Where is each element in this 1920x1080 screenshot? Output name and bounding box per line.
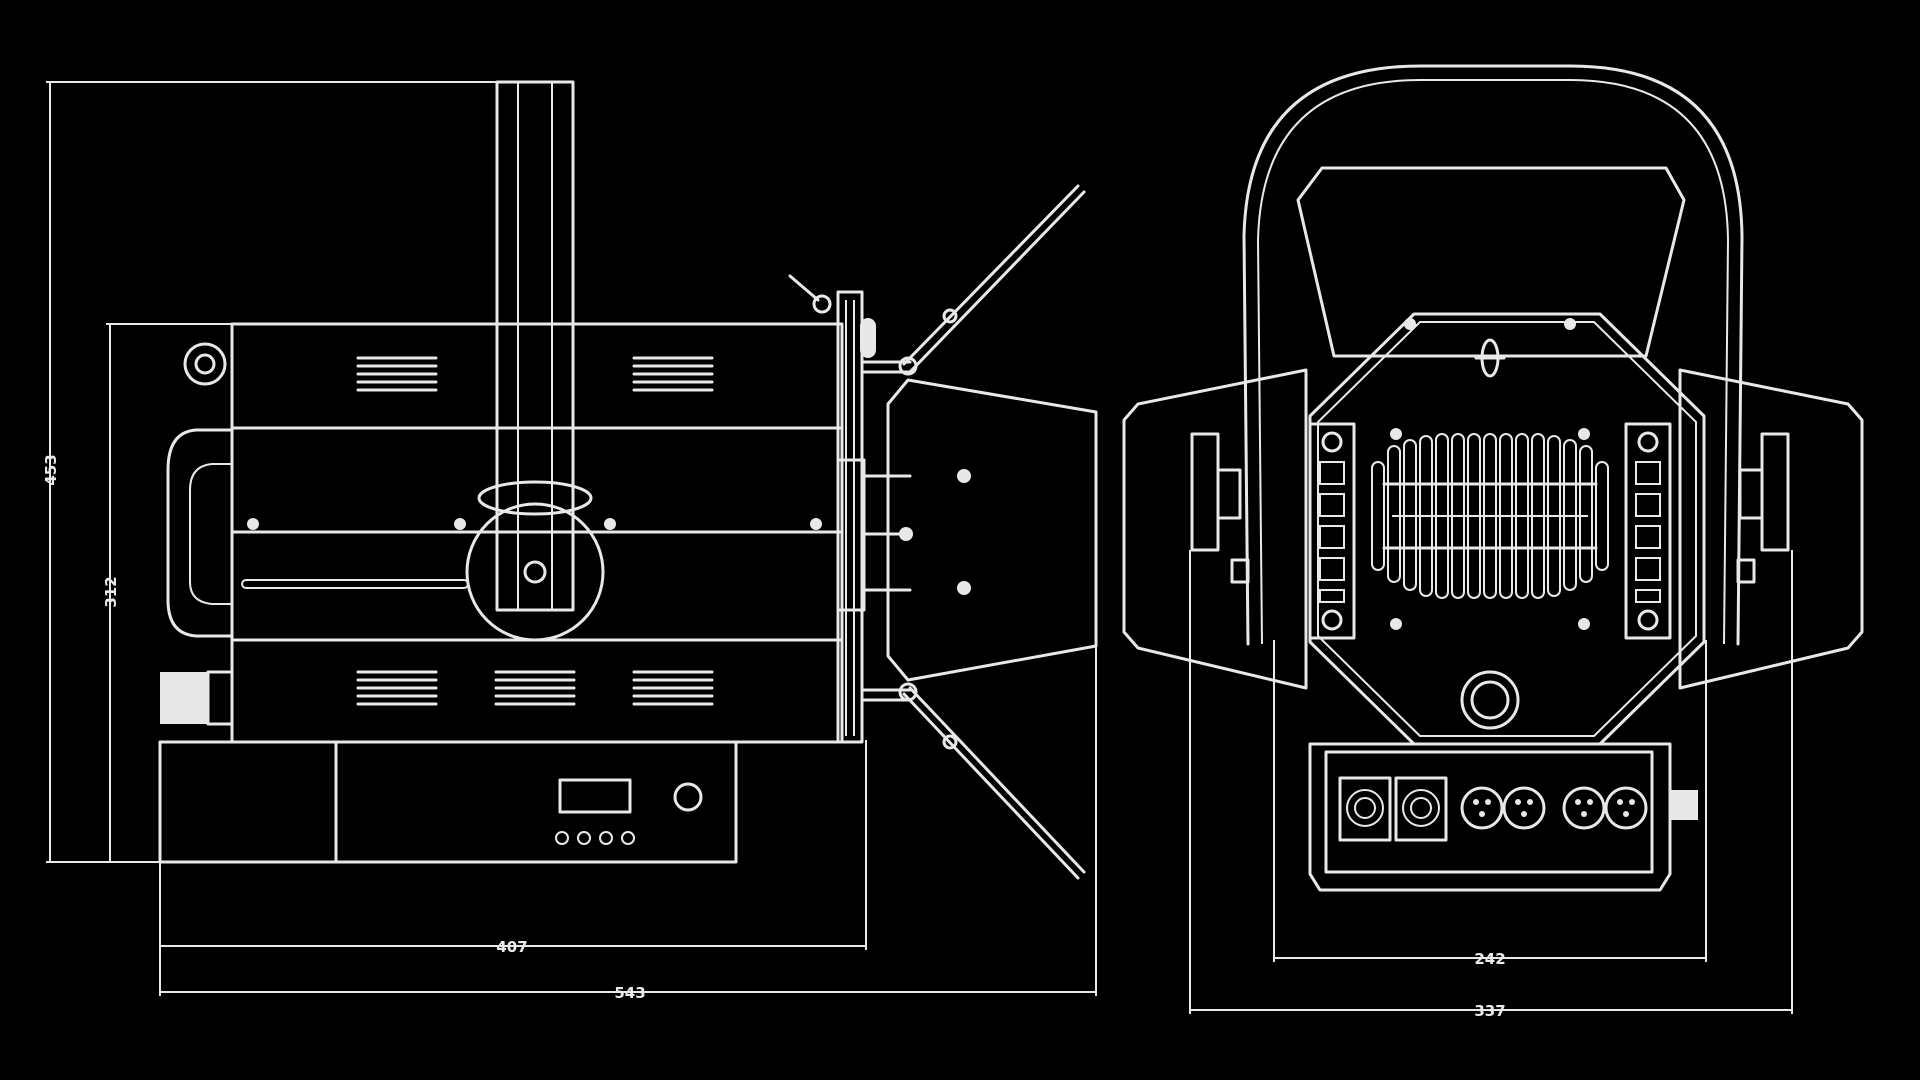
dmx-in-icon xyxy=(1460,786,1504,830)
yoke-arch xyxy=(1242,64,1744,646)
housing-lower xyxy=(230,530,844,642)
yoke-knob-right xyxy=(1760,432,1790,552)
front-view: 242 337 xyxy=(1122,64,1864,1020)
focus-slot xyxy=(241,579,469,589)
lens-frame xyxy=(788,274,876,744)
vent-top-right xyxy=(632,356,714,392)
side-plug-icon xyxy=(1670,790,1698,820)
barndoor-bottom-leaf xyxy=(898,682,1086,880)
left-rail xyxy=(1308,422,1356,640)
display-icon xyxy=(558,778,632,814)
dim-label-height-body: 312 xyxy=(102,576,120,607)
rear-handle xyxy=(166,428,234,638)
right-rail xyxy=(1624,422,1672,640)
dim-label-width-body: 242 xyxy=(1474,950,1505,968)
screw xyxy=(810,518,822,530)
barndoor-top-leaf xyxy=(898,184,1086,376)
front-barndoor-top xyxy=(1296,166,1686,358)
screw xyxy=(247,518,259,530)
dimension-width-body: 242 xyxy=(1273,640,1707,968)
dimension-length-total: 543 xyxy=(159,646,1097,1002)
housing-top xyxy=(230,322,844,430)
dimension-height-total: 453 xyxy=(42,81,497,863)
vent-top-left xyxy=(356,356,438,392)
yoke-pivot xyxy=(465,480,605,642)
dimension-height-body: 312 xyxy=(102,323,232,863)
dim-label-width-total: 337 xyxy=(1474,1002,1505,1020)
screw xyxy=(604,518,616,530)
vent-bottom-1 xyxy=(356,670,438,706)
dmx-out-5pin-icon xyxy=(1604,786,1648,830)
safety-ring xyxy=(183,342,227,386)
menu-button xyxy=(555,831,569,845)
dim-label-height-total: 453 xyxy=(42,454,60,485)
dim-label-length-body: 407 xyxy=(496,938,527,956)
yoke-knob-left xyxy=(1190,432,1220,552)
top-marker xyxy=(1474,338,1506,378)
dmx-in-5pin-icon xyxy=(1562,786,1606,830)
connector-panel xyxy=(1308,742,1698,892)
screw xyxy=(454,518,466,530)
menu-button xyxy=(599,831,613,845)
side-view: 453 312 407 543 xyxy=(42,80,1098,1002)
front-barndoor-left xyxy=(1122,368,1308,690)
power-out-icon xyxy=(1394,776,1448,842)
electronics-box xyxy=(158,740,738,864)
power-in-icon xyxy=(1338,776,1392,842)
housing-bottom xyxy=(230,638,844,744)
dmx-out-icon xyxy=(1502,786,1546,830)
vent-bottom-3 xyxy=(632,670,714,706)
dimension-length-body: 407 xyxy=(159,740,867,956)
power-connector xyxy=(160,672,208,724)
vent-bottom-2 xyxy=(494,670,576,706)
heatsink-fins xyxy=(1371,433,1609,599)
dim-label-length-total: 543 xyxy=(614,984,645,1002)
barndoor-main xyxy=(886,378,1098,682)
menu-button xyxy=(577,831,591,845)
menu-button xyxy=(621,831,635,845)
yoke-post xyxy=(495,80,575,612)
housing-middle xyxy=(230,426,844,534)
bottom-ring xyxy=(1460,670,1520,730)
front-barndoor-right xyxy=(1678,368,1864,690)
dimension-width-total: 337 xyxy=(1189,550,1793,1020)
knob-icon xyxy=(673,782,703,812)
